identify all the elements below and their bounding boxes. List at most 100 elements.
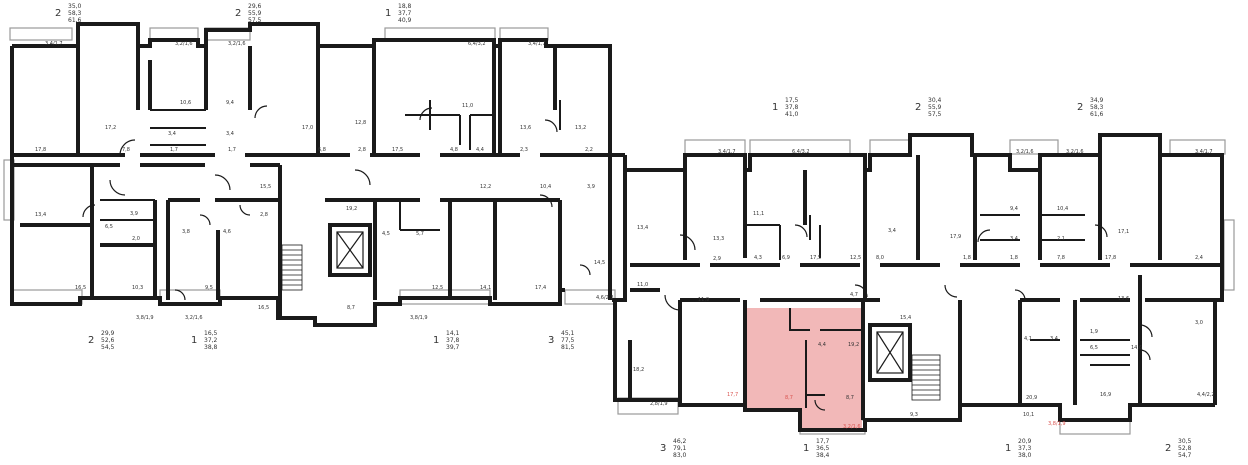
- room-area-label: 4,7: [850, 292, 858, 298]
- apartment-area-value: 36,5: [816, 445, 830, 452]
- apartment-area-value: 61,6: [1090, 111, 1104, 118]
- room-area-label: 6,5: [105, 224, 113, 230]
- apartment-area-value: 37,2: [204, 337, 218, 344]
- apartment-area-value: 54,7: [1178, 452, 1192, 459]
- room-area-label: 11,0: [462, 103, 474, 109]
- apartment-area-value: 46,2: [673, 438, 687, 445]
- room-area-label: 3,4: [226, 131, 234, 137]
- apartment-area-value: 61,6: [68, 17, 82, 24]
- room-area-label: 14,5: [594, 260, 606, 266]
- room-area-label: 13,4: [35, 212, 47, 218]
- room-area-label: 3,8: [182, 229, 190, 235]
- room-area-label: 6,8: [318, 147, 326, 153]
- room-area-label: 2,0: [132, 236, 140, 242]
- apartment-room-count: 1: [772, 102, 779, 113]
- walls: [10, 22, 1224, 432]
- room-area-label: 2,8: [358, 147, 366, 153]
- room-area-label: 6,9: [782, 255, 790, 261]
- apartment-room-count: 1: [1005, 443, 1012, 454]
- room-area-label: 15,5: [260, 184, 272, 190]
- room-area-label: 3,2/1,6: [185, 315, 203, 321]
- room-area-label: 4,4: [818, 342, 826, 348]
- room-area-label: 7,8: [122, 147, 130, 153]
- room-area-label: 10,4: [1057, 206, 1069, 212]
- apartment-area-value: 38,8: [204, 344, 218, 351]
- room-area-label: 11,1: [753, 211, 765, 217]
- apartment-area-value: 54,5: [101, 344, 115, 351]
- apartment-area-value: 39,7: [446, 344, 460, 351]
- apartment-area-value: 30,4: [928, 97, 942, 104]
- apartment-room-count: 3: [660, 443, 667, 454]
- apartment-area-value: 35,0: [68, 3, 82, 10]
- room-area-label: 19,2: [848, 342, 860, 348]
- room-area-label: 15,4: [900, 315, 912, 321]
- room-area-label: 17,1: [1118, 229, 1130, 235]
- apartment-area-value: 81,5: [561, 344, 575, 351]
- room-area-label: 14,1: [480, 285, 492, 291]
- room-area-label: 3,9: [587, 184, 595, 190]
- room-area-label: 4,4/2,2: [1197, 392, 1215, 398]
- apartment-area-value: 55,9: [248, 10, 262, 17]
- apartment-room-count: 2: [1165, 443, 1172, 454]
- room-area-label: 1,7: [170, 147, 178, 153]
- apartment-area-value: 37,3: [1018, 445, 1032, 452]
- room-area-label: 8,7: [347, 305, 355, 311]
- room-area-label: 2,8/1,9: [650, 401, 668, 407]
- room-area-label: 16,5: [75, 285, 87, 291]
- highlighted-apartment[interactable]: [745, 308, 863, 428]
- room-area-label: 3,4/1,7: [718, 149, 736, 155]
- apartment-area-value: 79,1: [673, 445, 687, 452]
- room-area-label: 2,4: [1195, 255, 1203, 261]
- room-area-label: 12,5: [850, 255, 862, 261]
- room-area-label: 7,8: [1057, 255, 1065, 261]
- room-area-label: 17,4: [535, 285, 547, 291]
- room-area-label: 2,3: [520, 147, 528, 153]
- room-area-label: 1,8: [1010, 255, 1018, 261]
- apartment-room-count: 1: [191, 335, 198, 346]
- room-area-label: 9,5: [205, 285, 213, 291]
- stairs: [281, 244, 941, 401]
- apartment-area-value: 58,3: [68, 10, 82, 17]
- room-area-label: 13,3: [713, 236, 725, 242]
- room-area-label: 4,4: [476, 147, 484, 153]
- room-area-label: 3,2/1,6: [1016, 149, 1034, 155]
- room-area-label: 17,2: [105, 125, 117, 131]
- room-area-label: 17,8: [35, 147, 47, 153]
- apartment-area-value: 17,7: [816, 438, 830, 445]
- room-area-label: 2,1: [1057, 236, 1065, 242]
- apartment-area-value: 52,6: [101, 337, 115, 344]
- apartment-area-value: 55,9: [928, 104, 942, 111]
- apartment-area-value: 38,4: [816, 452, 830, 459]
- room-area-label: 11,0: [637, 282, 649, 288]
- room-area-label: 3,4/1,7: [1195, 149, 1213, 155]
- room-area-label: 3,4: [168, 131, 176, 137]
- room-area-label: 1,7: [228, 147, 236, 153]
- room-area-label: 13,4: [637, 225, 649, 231]
- apartment-room-count: 2: [55, 8, 62, 19]
- room-area-label: 9,4: [226, 100, 234, 106]
- room-area-label: 17,8: [1105, 255, 1117, 261]
- room-area-label: 3,4: [888, 228, 896, 234]
- room-area-label: 1,9: [1090, 329, 1098, 335]
- room-area-label: 13,6: [1118, 296, 1130, 302]
- elevator-icon: [336, 231, 904, 374]
- room-area-label: 19,2: [346, 206, 358, 212]
- apartment-area-value: 83,0: [673, 452, 687, 459]
- room-area-label: 3,4/1,7: [45, 41, 63, 47]
- apartment-area-value: 77,5: [561, 337, 575, 344]
- room-area-label: 3,2/1,6: [1066, 149, 1084, 155]
- apartment-area-value: 29,6: [248, 3, 262, 10]
- room-area-label: 18,2: [633, 367, 645, 373]
- room-area-label: 9,3: [910, 412, 918, 418]
- apartment-area-value: 17,5: [785, 97, 799, 104]
- room-area-label: 3,4: [1010, 236, 1018, 242]
- room-area-label: 3,2/1,6: [175, 41, 193, 47]
